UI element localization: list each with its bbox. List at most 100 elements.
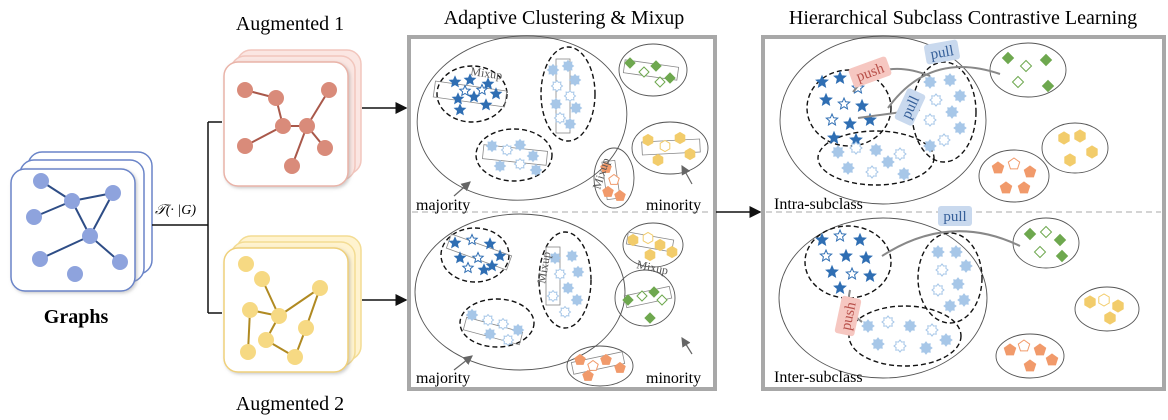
subcluster-light-right <box>917 232 983 324</box>
mixup-label-bottom-1: Mixup <box>534 251 553 285</box>
mixup-label-top-1: Mixup <box>470 64 504 82</box>
clustering-mixup-panel: Adaptive Clustering & Mixup <box>407 7 717 391</box>
middle-top-clusters <box>416 35 709 209</box>
graph-edge <box>89 192 114 237</box>
hollow-gear-marker <box>935 263 949 277</box>
pull-tag-top-bg <box>923 39 961 65</box>
gear-marker <box>465 308 479 322</box>
contrastive-panel: Hierarchical Subclass Contrastive Learni… <box>761 7 1166 391</box>
hollow-pentagon-marker <box>1007 157 1021 170</box>
graph-node <box>254 271 270 287</box>
pull-tag-inter-text: pull <box>943 209 966 225</box>
gear-marker <box>861 319 875 333</box>
hollow-gear-marker <box>931 283 945 297</box>
graph-node <box>32 251 48 267</box>
inter-subclass-label: Inter-subclass <box>774 369 863 386</box>
graph-node <box>237 138 253 154</box>
hollow-star-marker <box>458 84 472 97</box>
bottom-majority-label: majority <box>416 370 470 387</box>
majority-outer-ellipse <box>778 217 988 379</box>
mixup-box <box>622 59 680 81</box>
middle-bottom-clusters <box>414 213 693 387</box>
hollow-pentagon-marker <box>608 173 620 185</box>
gear-marker <box>568 73 582 87</box>
hollow-star-marker <box>475 83 489 96</box>
push-tag-inter-text: push <box>838 300 860 332</box>
gear-marker <box>931 245 945 259</box>
input-graphs: Graphs <box>10 151 153 328</box>
graph-node <box>242 302 258 318</box>
gear-marker <box>953 89 967 103</box>
hexagon-marker <box>1084 295 1096 309</box>
hollow-gear-marker <box>550 79 564 93</box>
hollow-gear-marker <box>929 93 943 107</box>
graph-node <box>287 349 303 365</box>
intra-subclass-label: Intra-subclass <box>774 196 863 213</box>
hollow-diamond-marker <box>636 290 648 302</box>
subcluster-dark <box>436 65 508 123</box>
pentagon-marker <box>1017 181 1031 194</box>
gear-marker <box>881 155 895 169</box>
star-marker <box>463 73 477 86</box>
graph-edge <box>278 287 321 317</box>
gear-marker <box>483 327 497 341</box>
graph-node <box>275 118 291 134</box>
hollow-star-marker <box>819 248 833 262</box>
gear-marker <box>959 259 973 273</box>
pull-tag-inter: pull <box>938 206 972 226</box>
gear-marker <box>945 105 959 119</box>
hollow-diamond-marker <box>1011 75 1025 89</box>
hollow-gear-marker <box>893 339 907 353</box>
gear-marker <box>565 249 579 263</box>
diamond-marker <box>648 286 660 298</box>
diamond-marker <box>664 72 676 84</box>
star-marker <box>481 77 495 90</box>
aug2-title: Augmented 2 <box>236 393 344 415</box>
hexagon-marker <box>642 133 654 147</box>
hollow-gear-marker <box>893 147 907 161</box>
pentagon-marker <box>1033 343 1047 356</box>
hollow-gear-marker <box>925 323 939 337</box>
minority-orange <box>995 333 1065 379</box>
hollow-gear-marker <box>558 305 572 319</box>
pointer-arrow <box>681 336 693 355</box>
graph-node <box>298 320 314 336</box>
hollow-star-marker <box>465 233 479 246</box>
star-marker <box>493 249 507 262</box>
minority-green <box>614 269 676 327</box>
graph-node <box>67 266 83 282</box>
hollow-gear-marker <box>553 111 567 125</box>
gear-marker <box>923 139 937 153</box>
hexagon-marker <box>1104 311 1116 325</box>
majority-outer-ellipse <box>416 35 628 201</box>
graph-node <box>240 344 256 360</box>
subcluster-light-bottom <box>459 298 535 348</box>
graph-node <box>284 158 300 174</box>
gear-marker <box>871 337 885 351</box>
graph-yellow <box>238 256 328 365</box>
hollow-hexagon-marker <box>659 139 671 153</box>
diamond-marker <box>624 57 636 69</box>
graph-node <box>268 90 284 106</box>
hollow-hexagon-marker <box>642 231 654 245</box>
gear-marker <box>953 121 967 135</box>
gear-marker <box>526 149 540 163</box>
pentagon-marker <box>582 369 594 381</box>
gear-marker <box>957 293 971 307</box>
hollow-gear-marker <box>500 143 514 157</box>
gear-marker <box>546 63 560 77</box>
mixup-label-bottom-2: Mixup <box>635 257 669 277</box>
hollow-hexagon-marker <box>1098 293 1110 307</box>
push-tag-inter: push <box>834 295 862 337</box>
subcluster-dark <box>804 225 892 299</box>
hexagon-marker <box>1074 129 1086 143</box>
star-marker <box>819 92 833 106</box>
gear-marker <box>869 143 883 157</box>
graphs-label: Graphs <box>44 306 109 328</box>
star-marker <box>489 87 503 100</box>
graph-node <box>317 140 333 156</box>
minority-green <box>618 43 688 97</box>
diamond-marker <box>1039 53 1053 67</box>
hexagon-marker <box>1112 299 1124 313</box>
